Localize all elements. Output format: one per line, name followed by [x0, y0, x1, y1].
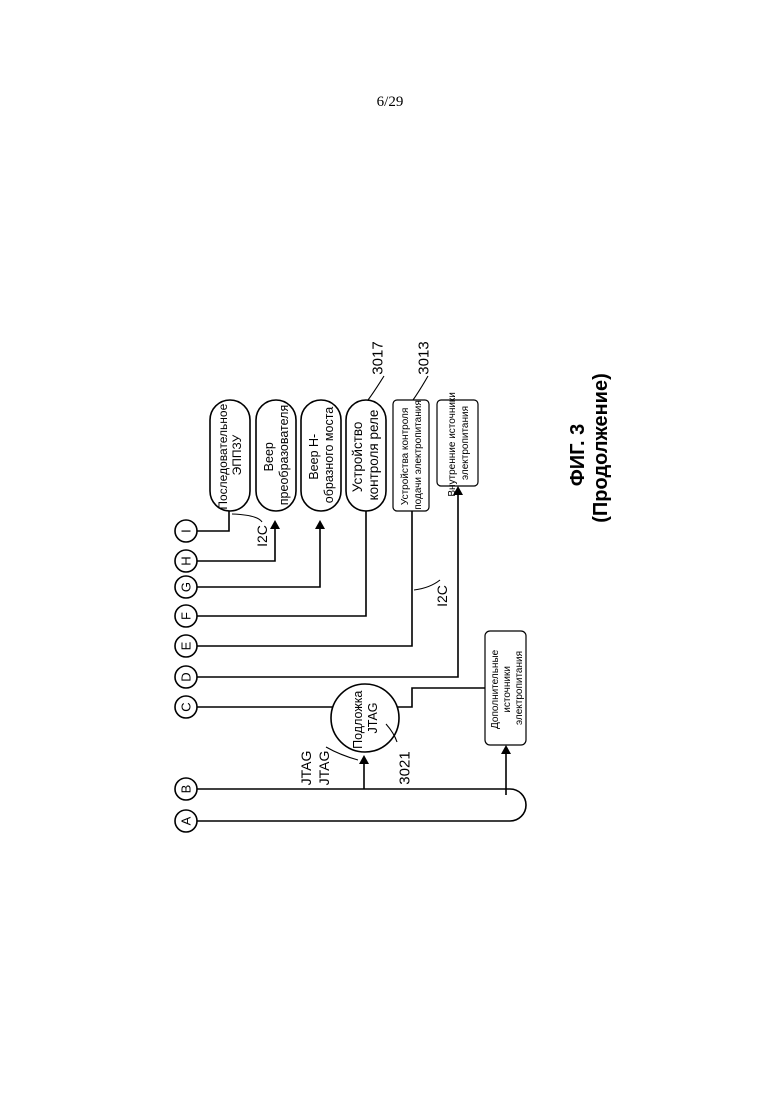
wiring — [197, 486, 526, 821]
connector-e: E — [179, 641, 194, 650]
figure-caption-sub: (Продолжение) — [590, 373, 612, 523]
svg-text:Устройство контроля реле: Устройство контроля реле — [350, 410, 381, 501]
ref-power-supply-monitor: 3013 — [416, 341, 433, 374]
wire-i — [197, 510, 229, 531]
connector-d: D — [179, 672, 194, 681]
connector-b: B — [179, 785, 194, 794]
jtag-label-1: JTAG — [298, 751, 314, 786]
ref-jtag-pad: 3021 — [397, 751, 414, 784]
block-internal-power: Внутренние источники электропитания — [437, 389, 478, 496]
wire-d — [197, 493, 458, 677]
block-converter-fan: Веер преобразователя — [256, 400, 296, 511]
wire-a — [197, 789, 526, 821]
i2c-label-middle: I2C — [434, 585, 450, 607]
block-hbridge-fan: Веер Н- образного моста — [301, 400, 341, 511]
connector-h: H — [179, 556, 194, 565]
connector-column: A B C D E F G H I — [175, 520, 197, 832]
connector-g: G — [179, 582, 194, 592]
block-power-supply-monitor: Устройства контроля подачи электропитани… — [393, 400, 429, 511]
connector-f: F — [179, 612, 194, 620]
connector-a: A — [179, 816, 194, 825]
block-extra-power: Дополнительные источники электропитания — [485, 631, 526, 745]
block-serial-eeprom: Последовательное ЭППЗУ — [210, 400, 250, 511]
figure-caption: ФИГ. 3 — [567, 424, 589, 487]
connector-c: C — [179, 702, 194, 711]
ref-relay-controller: 3017 — [370, 341, 387, 374]
i2c-label-top: I2C — [254, 525, 270, 547]
block-jtag-pad: Подложка JTAG — [331, 684, 399, 752]
connector-i: I — [179, 529, 194, 533]
jtag-label-2: JTAG — [316, 751, 332, 786]
wire-f — [197, 510, 366, 616]
block-relay-controller: Устройство контроля реле — [346, 400, 386, 511]
